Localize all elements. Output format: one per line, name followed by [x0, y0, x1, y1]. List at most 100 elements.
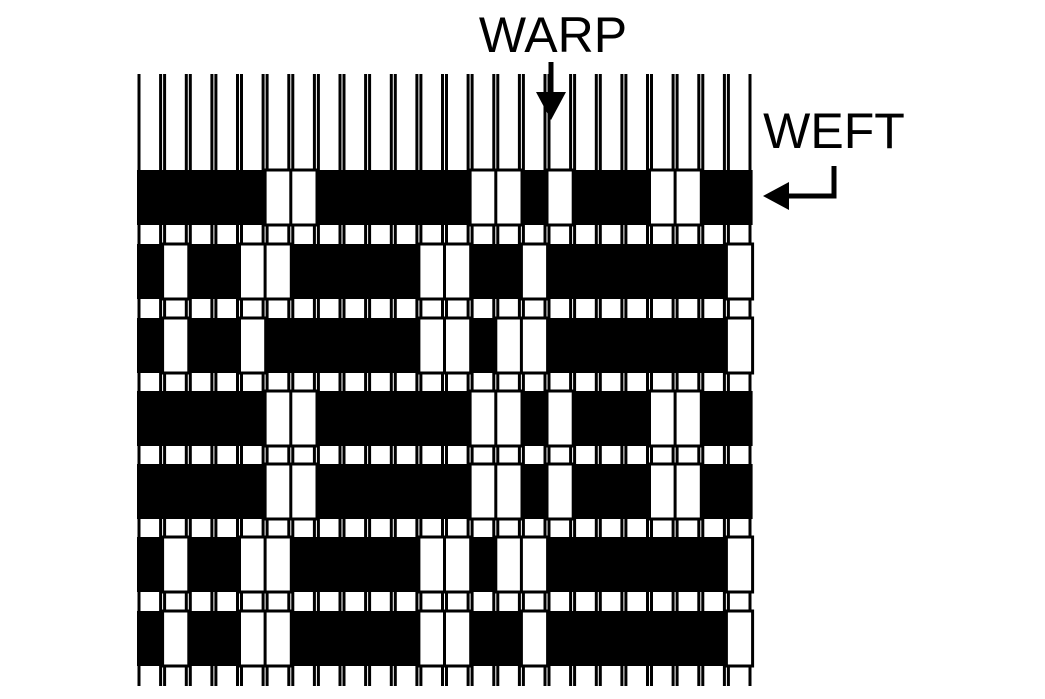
warp-over-cell [494, 168, 524, 227]
weft-over-cell [188, 170, 215, 225]
weft-over-cell [675, 611, 702, 666]
weft-over-cell [342, 611, 369, 666]
weft-over-cell [623, 170, 651, 225]
left-return-arrow-icon [763, 166, 837, 210]
weft-over-cell [188, 537, 215, 592]
weft-over-cell [239, 170, 266, 225]
weft-over-cell [213, 464, 241, 519]
weft-over-cell [316, 244, 343, 299]
weft-over-cell [572, 464, 599, 519]
warp-over-cell [161, 609, 191, 668]
weft-over-cell [367, 464, 394, 519]
weft-over-cell [726, 464, 753, 519]
weft-over-cell [213, 170, 241, 225]
weft-over-cell [265, 318, 292, 373]
weft-over-cell [470, 537, 497, 592]
warp-over-cell [263, 462, 293, 521]
weft-over-cell [137, 244, 164, 299]
weft-over-cell [290, 244, 317, 299]
weft-over-cell [470, 318, 497, 373]
warp-over-cell [519, 242, 550, 301]
weft-over-cell [623, 611, 651, 666]
weft-over-cell [623, 391, 651, 446]
weft-over-cell [137, 318, 164, 373]
weft-over-cell [572, 244, 599, 299]
warp-over-cell [238, 242, 268, 301]
weft-over-cell [137, 391, 164, 446]
weft-over-cell [316, 464, 343, 519]
weft-over-cell [675, 318, 702, 373]
warp-over-cell [724, 609, 755, 668]
down-arrow-icon [536, 62, 566, 120]
weft-over-cell [495, 244, 522, 299]
weft-over-cell [342, 318, 369, 373]
warp-over-cell [648, 168, 678, 227]
warp-over-cell [724, 316, 755, 375]
weft-over-cell [239, 464, 266, 519]
warp-over-cell [724, 242, 755, 301]
weft-over-cell [162, 170, 189, 225]
weft-over-cell [726, 170, 753, 225]
weft-over-cell [188, 244, 215, 299]
warp-over-cell [289, 389, 319, 448]
weft-over-cell [290, 611, 317, 666]
warp-over-cell [443, 242, 473, 301]
weft-over-cell [700, 464, 727, 519]
warp-over-cell [417, 609, 447, 668]
weft-over-cell [316, 537, 343, 592]
weft-over-cell [521, 464, 548, 519]
weft-over-cell [290, 318, 317, 373]
weft-over-cell [623, 318, 651, 373]
weft-over-cell [444, 464, 471, 519]
weft-over-cell [444, 391, 471, 446]
weft-over-cell [700, 391, 727, 446]
warp-over-cell [263, 242, 293, 301]
weft-over-cell [239, 391, 266, 446]
weft-over-cell [547, 611, 574, 666]
warp-over-cell [238, 609, 268, 668]
warp-over-cell [263, 535, 293, 594]
weft-over-cell [572, 318, 599, 373]
weft-over-cell [598, 170, 625, 225]
weft-over-cell [316, 391, 343, 446]
weft-over-cell [213, 611, 241, 666]
weft-over-cell [213, 318, 241, 373]
weft-over-cell [316, 170, 343, 225]
warp-over-cell [161, 242, 191, 301]
weft-over-cell [598, 464, 625, 519]
warp-over-cell [494, 462, 524, 521]
warp-over-cell [468, 462, 498, 521]
weft-over-cell [342, 537, 369, 592]
warp-over-cell [519, 316, 550, 375]
weft-over-cell [418, 464, 446, 519]
weft-over-cell [700, 537, 727, 592]
weft-over-cell [367, 170, 394, 225]
warp-over-cell [443, 535, 473, 594]
weft-over-cell [342, 170, 369, 225]
weft-over-cell [137, 537, 164, 592]
weft-over-cell [342, 244, 369, 299]
weft-over-cell [598, 537, 625, 592]
warp-over-cell [519, 535, 550, 594]
weft-over-cell [572, 170, 599, 225]
warp-over-cell [673, 462, 703, 521]
weft-over-cell [342, 391, 369, 446]
warp-over-cell [545, 389, 575, 448]
weft-over-cell [700, 170, 727, 225]
warp-over-cell [263, 609, 293, 668]
warp-over-cell [724, 535, 755, 594]
weft-over-cell [393, 464, 420, 519]
weft-over-cell [547, 244, 574, 299]
weft-over-cell [572, 391, 599, 446]
warp-over-cell [443, 609, 473, 668]
weft-over-cell [598, 391, 625, 446]
weft-over-cell [367, 391, 394, 446]
weft-over-cell [572, 611, 599, 666]
warp-over-cell [238, 535, 268, 594]
weft-over-cell [470, 244, 497, 299]
weft-over-cell [623, 464, 651, 519]
warp-over-cell [289, 462, 319, 521]
warp-over-cell [494, 389, 524, 448]
warp-over-cell [545, 462, 575, 521]
